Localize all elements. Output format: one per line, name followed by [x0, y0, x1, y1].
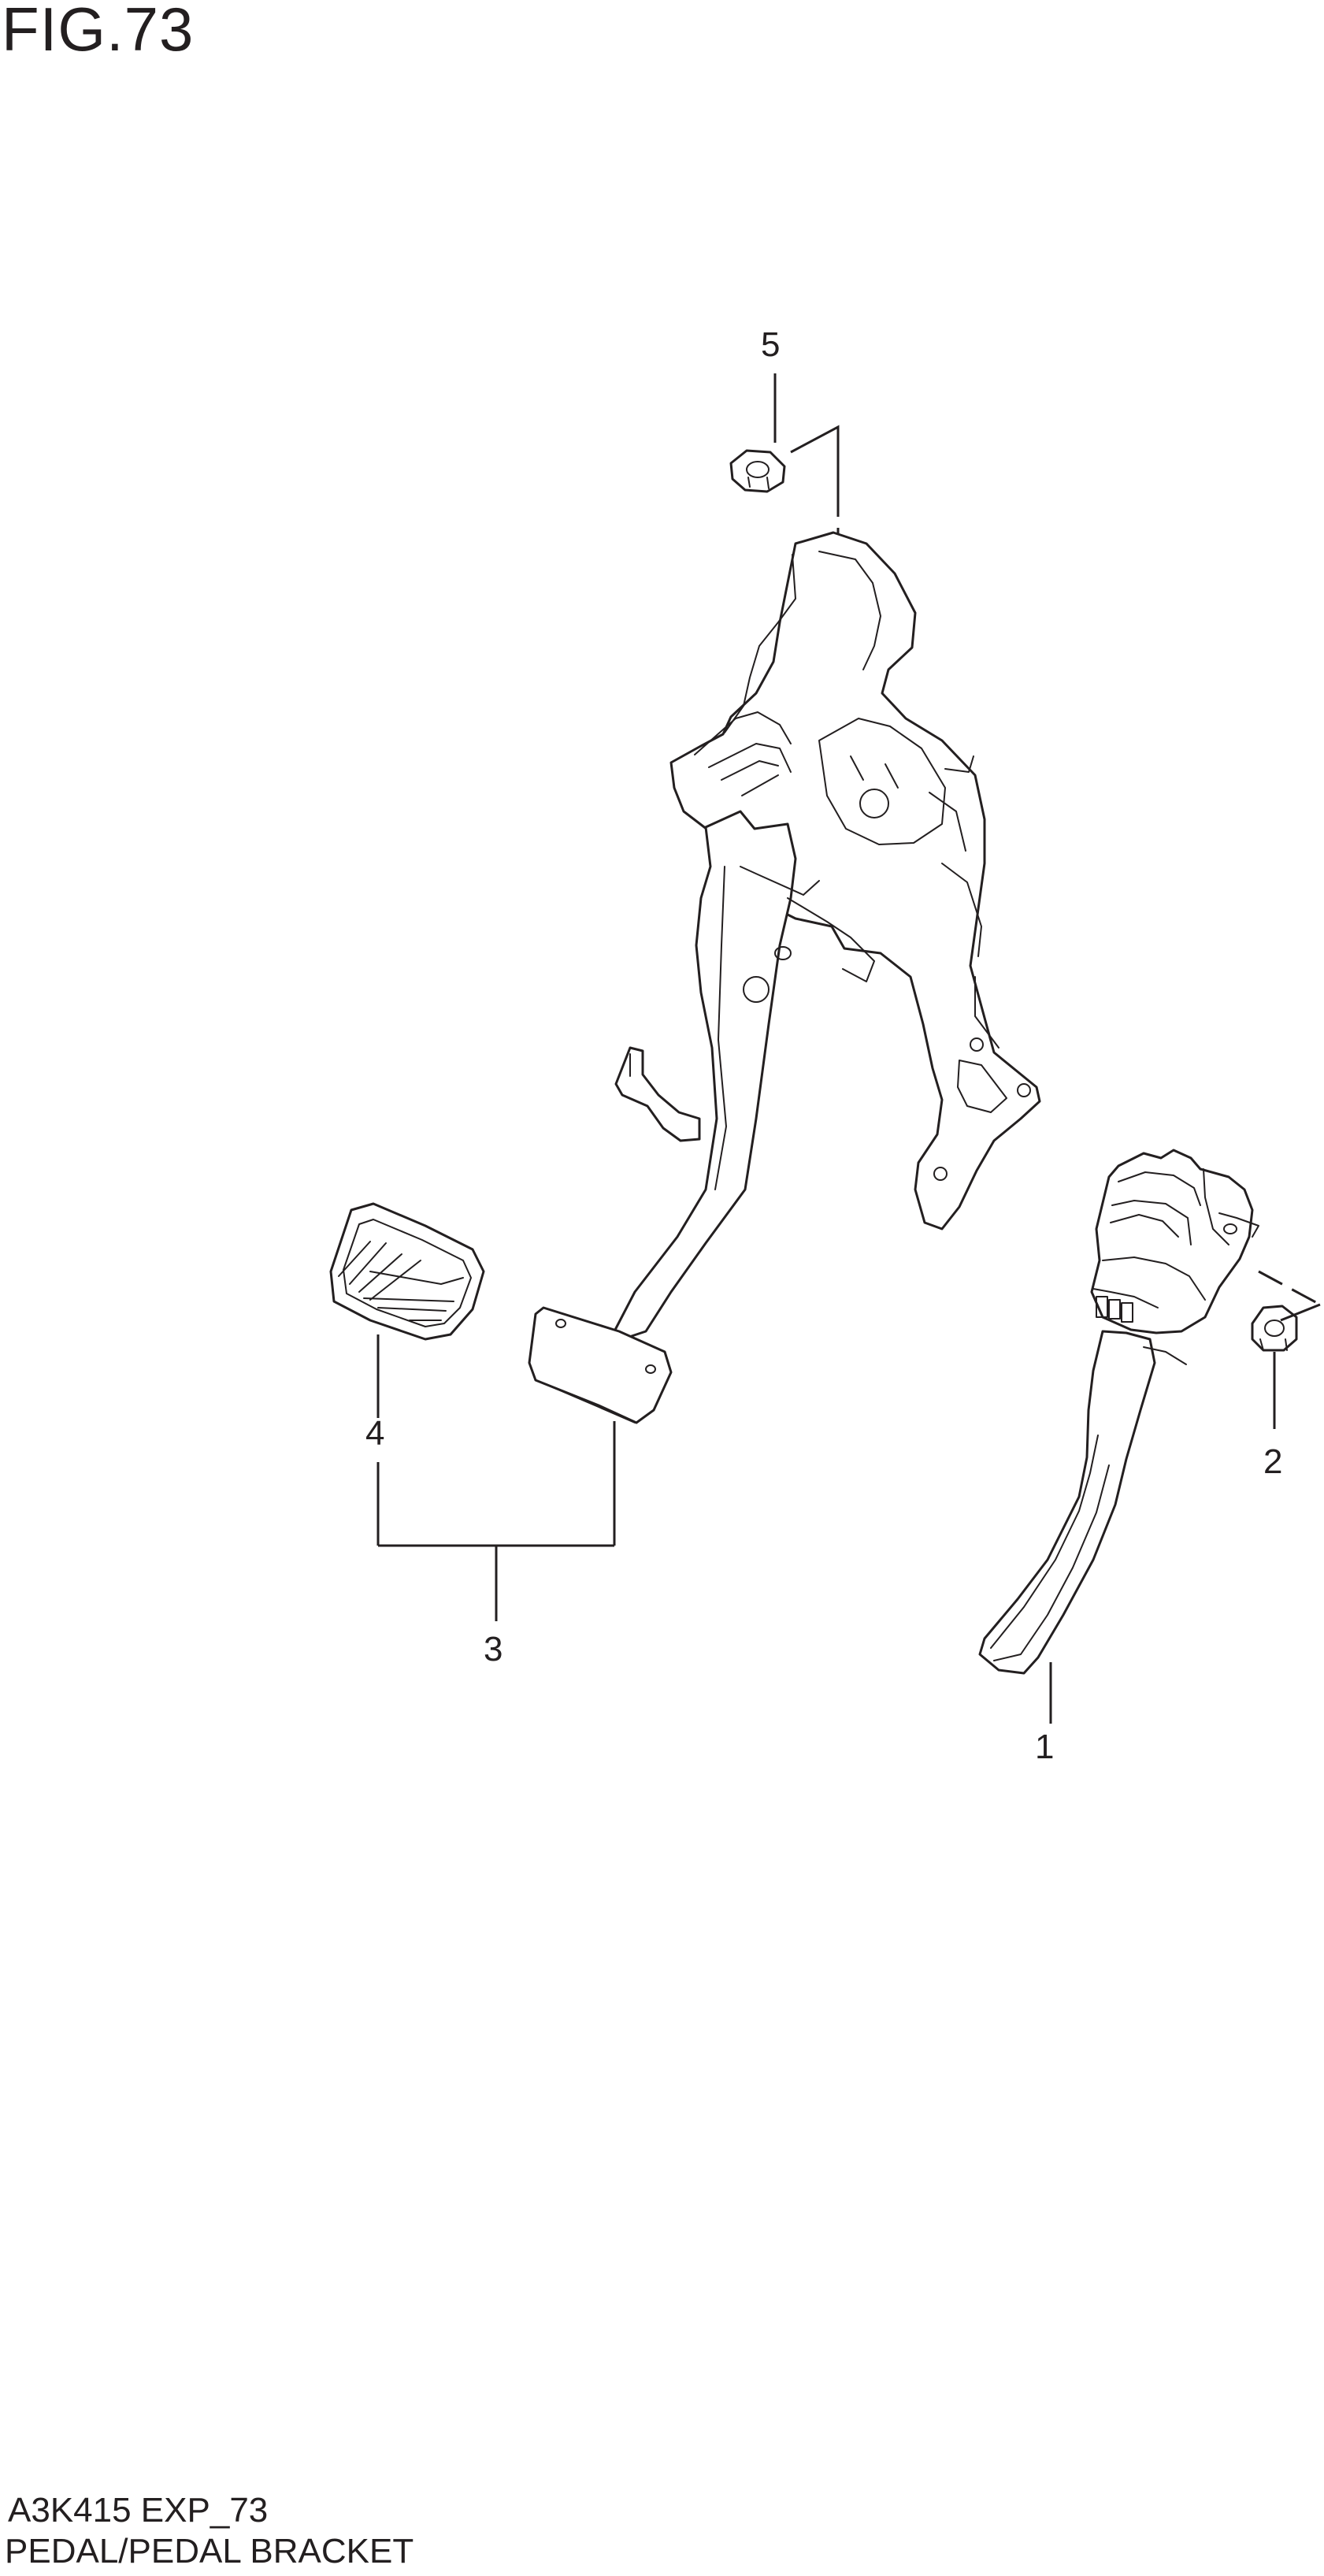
figure-title: FIG.73: [2, 0, 195, 64]
part-5-nut[interactable]: [729, 449, 786, 493]
leader-3-4: [376, 1334, 616, 1621]
callout-4[interactable]: 4: [365, 1414, 384, 1453]
part-1-accelerator-pedal[interactable]: [978, 1149, 1259, 1675]
callout-1[interactable]: 1: [1035, 1728, 1054, 1766]
callout-5[interactable]: 5: [761, 325, 780, 364]
callout-2[interactable]: 2: [1263, 1442, 1282, 1481]
part-2-nut[interactable]: [1251, 1305, 1298, 1352]
part-4-pedal-pad-cover[interactable]: [329, 1202, 485, 1341]
callout-3[interactable]: 3: [484, 1630, 503, 1668]
diagram-name: PEDAL/PEDAL BRACKET: [5, 2532, 414, 2570]
part-3-brake-pedal-bracket[interactable]: [528, 531, 1041, 1424]
diagram-code: A3K415 EXP_73: [8, 2491, 269, 2530]
leader-1-2: [1049, 1270, 1321, 1724]
